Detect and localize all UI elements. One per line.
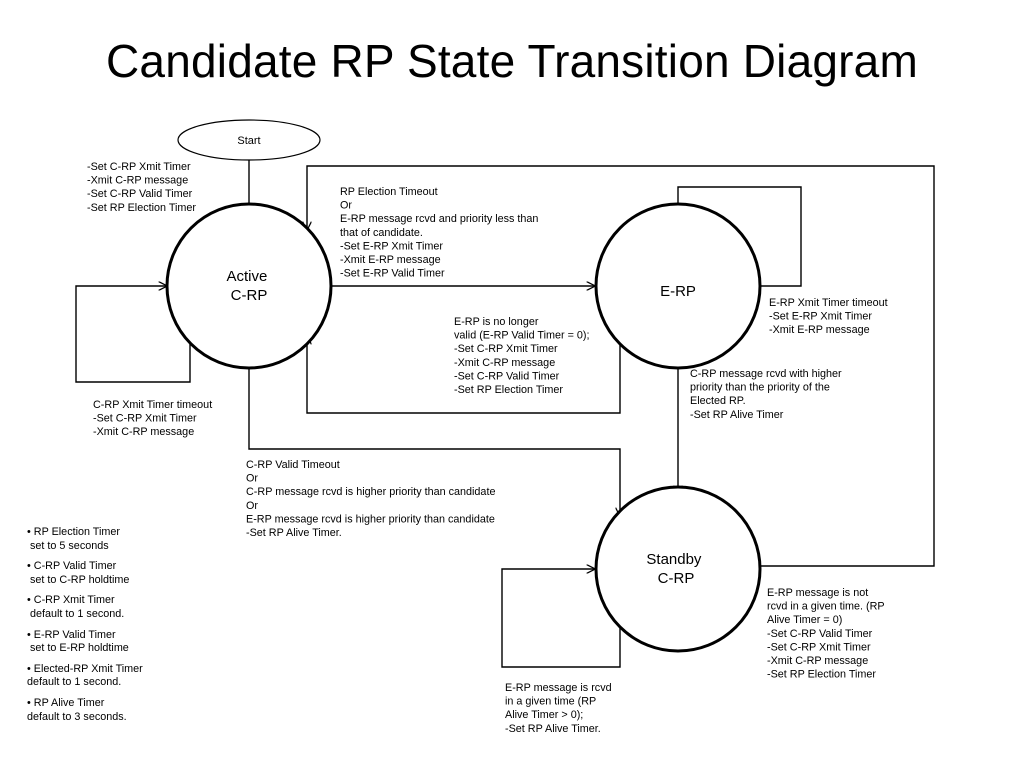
label-line: E-RP message is not — [767, 587, 868, 599]
label-line: -Set E-RP Xmit Timer — [769, 311, 872, 323]
timer-note-line: default to 1 second. — [27, 676, 122, 689]
start-node — [177, 119, 321, 161]
label-line: -Set E-RP Valid Timer — [340, 268, 445, 280]
label-active-self-loop: C-RP Xmit Timer timeout -Set C-RP Xmit Ti… — [93, 399, 212, 438]
label-line: E-RP message is rcvd — [505, 682, 612, 694]
label-line: -Xmit C-RP message — [87, 175, 188, 187]
start-node-label: Start — [237, 135, 260, 147]
label-line: -Set C-RP Xmit Timer — [454, 343, 558, 355]
state-erp-label: E-RP — [660, 283, 696, 300]
timer-note-line: • RP Election Timer — [27, 526, 120, 538]
label-line: C-RP message rcvd with higher — [690, 368, 842, 380]
label-erp-to-active: E-RP is no longer valid (E-RP Valid Timer… — [454, 316, 590, 396]
timer-note-line: • C-RP Valid Timer — [27, 560, 117, 573]
label-line: E-RP message rcvd is higher priority tha… — [246, 513, 495, 525]
timer-note: • RP Election Timer set to 5 seconds — [27, 526, 197, 553]
state-active-c-rp — [165, 202, 333, 370]
timer-note: • C-RP Xmit Timer default to 1 second. — [27, 594, 197, 621]
label-line: Alive Timer = 0) — [767, 614, 842, 626]
label-line: -Set RP Election Timer — [767, 669, 876, 681]
label-line: -Set C-RP Valid Timer — [87, 188, 193, 200]
timer-note-line: set to E-RP holdtime — [27, 642, 129, 655]
timer-note-line: default to 1 second. — [27, 607, 125, 620]
label-line: -Xmit C-RP message — [454, 357, 555, 369]
edge-active-self-loop — [75, 286, 191, 383]
edge-standby-to-active — [307, 165, 935, 567]
label-line: C-RP message rcvd is higher priority tha… — [246, 486, 495, 498]
state-standby-label: Standby C-RP — [646, 551, 705, 587]
label-line: valid (E-RP Valid Timer = 0); — [454, 330, 590, 342]
label-line: -Set RP Alive Timer. — [246, 527, 342, 539]
label-line: -Set RP Alive Timer — [690, 409, 784, 421]
edge-erp-to-active — [307, 336, 621, 414]
label-line: rcvd in a given time. (RP — [767, 601, 885, 613]
label-start-to-active: -Set C-RP Xmit Timer-Xmit C-RP message-S… — [87, 161, 196, 214]
label-standby-to-active: E-RP message is not rcvd in a given time.… — [767, 587, 885, 681]
timer-note-line: set to 5 seconds — [27, 539, 109, 552]
label-line: Alive Timer > 0); — [505, 709, 583, 721]
page-title: Candidate RP State Transition Diagram — [106, 35, 918, 87]
label-line: -Xmit C-RP message — [93, 426, 194, 438]
timer-note-line: • E-RP Valid Timer — [27, 628, 116, 641]
label-line: -Set C-RP Xmit Timer — [93, 413, 197, 425]
timer-note: • E-RP Valid Timer set to E-RP holdtime — [27, 629, 197, 656]
label-line: in a given time (RP — [505, 696, 596, 708]
label-line: -Xmit E-RP message — [769, 324, 870, 336]
timer-notes-list: • RP Election Timer set to 5 seconds • C-… — [27, 526, 197, 731]
label-line: E-RP is no longer — [454, 316, 539, 328]
label-line: E-RP Xmit Timer timeout — [769, 297, 888, 309]
label-line: C-RP Valid Timeout — [246, 459, 340, 471]
label-line: E-RP message rcvd and priority less than — [340, 213, 538, 225]
label-line: C-RP Xmit Timer timeout — [93, 399, 212, 411]
label-erp-to-standby: C-RP message rcvd with higher priority th… — [690, 368, 842, 421]
label-line: -Set RP Election Timer — [87, 202, 196, 214]
label-line: -Xmit E-RP message — [340, 254, 441, 266]
label-line: Or — [246, 473, 258, 485]
timer-note-line: set to C-RP holdtime — [27, 573, 130, 586]
label-line: -Set C-RP Xmit Timer — [87, 161, 191, 173]
label-line: -Xmit C-RP message — [767, 655, 868, 667]
edge-erp-self-loop — [678, 186, 802, 287]
label-line: priority than the priority of the — [690, 382, 830, 394]
state-active-label: Active C-RP — [226, 268, 271, 304]
edge-standby-self-loop — [501, 569, 621, 668]
label-line: RP Election Timeout — [340, 186, 438, 198]
state-standby-c-rp — [594, 485, 762, 653]
label-line: -Set C-RP Valid Timer — [454, 370, 560, 382]
label-line: Elected RP. — [690, 395, 746, 407]
label-line: Or — [340, 200, 352, 212]
label-line: Or — [246, 500, 258, 512]
timer-note: • C-RP Valid Timer set to C-RP holdtime — [27, 560, 197, 587]
label-erp-self-loop: E-RP Xmit Timer timeout -Set E-RP Xmit Ti… — [769, 297, 888, 336]
timer-note-line: default to 3 seconds. — [27, 710, 127, 723]
timer-note-line: • RP Alive Timer — [27, 696, 105, 709]
label-line: -Set RP Alive Timer. — [505, 723, 601, 735]
label-line: -Set C-RP Xmit Timer — [767, 641, 871, 653]
label-line: -Set E-RP Xmit Timer — [340, 240, 443, 252]
state-e-rp — [594, 202, 762, 370]
label-line: -Set C-RP Valid Timer — [767, 628, 873, 640]
label-line: that of candidate. — [340, 227, 423, 239]
timer-note-line: • Elected-RP Xmit Timer — [27, 662, 143, 675]
timer-note-line: • C-RP Xmit Timer — [27, 594, 115, 607]
label-line: -Set RP Election Timer — [454, 384, 563, 396]
edge-active-to-standby — [248, 360, 620, 516]
